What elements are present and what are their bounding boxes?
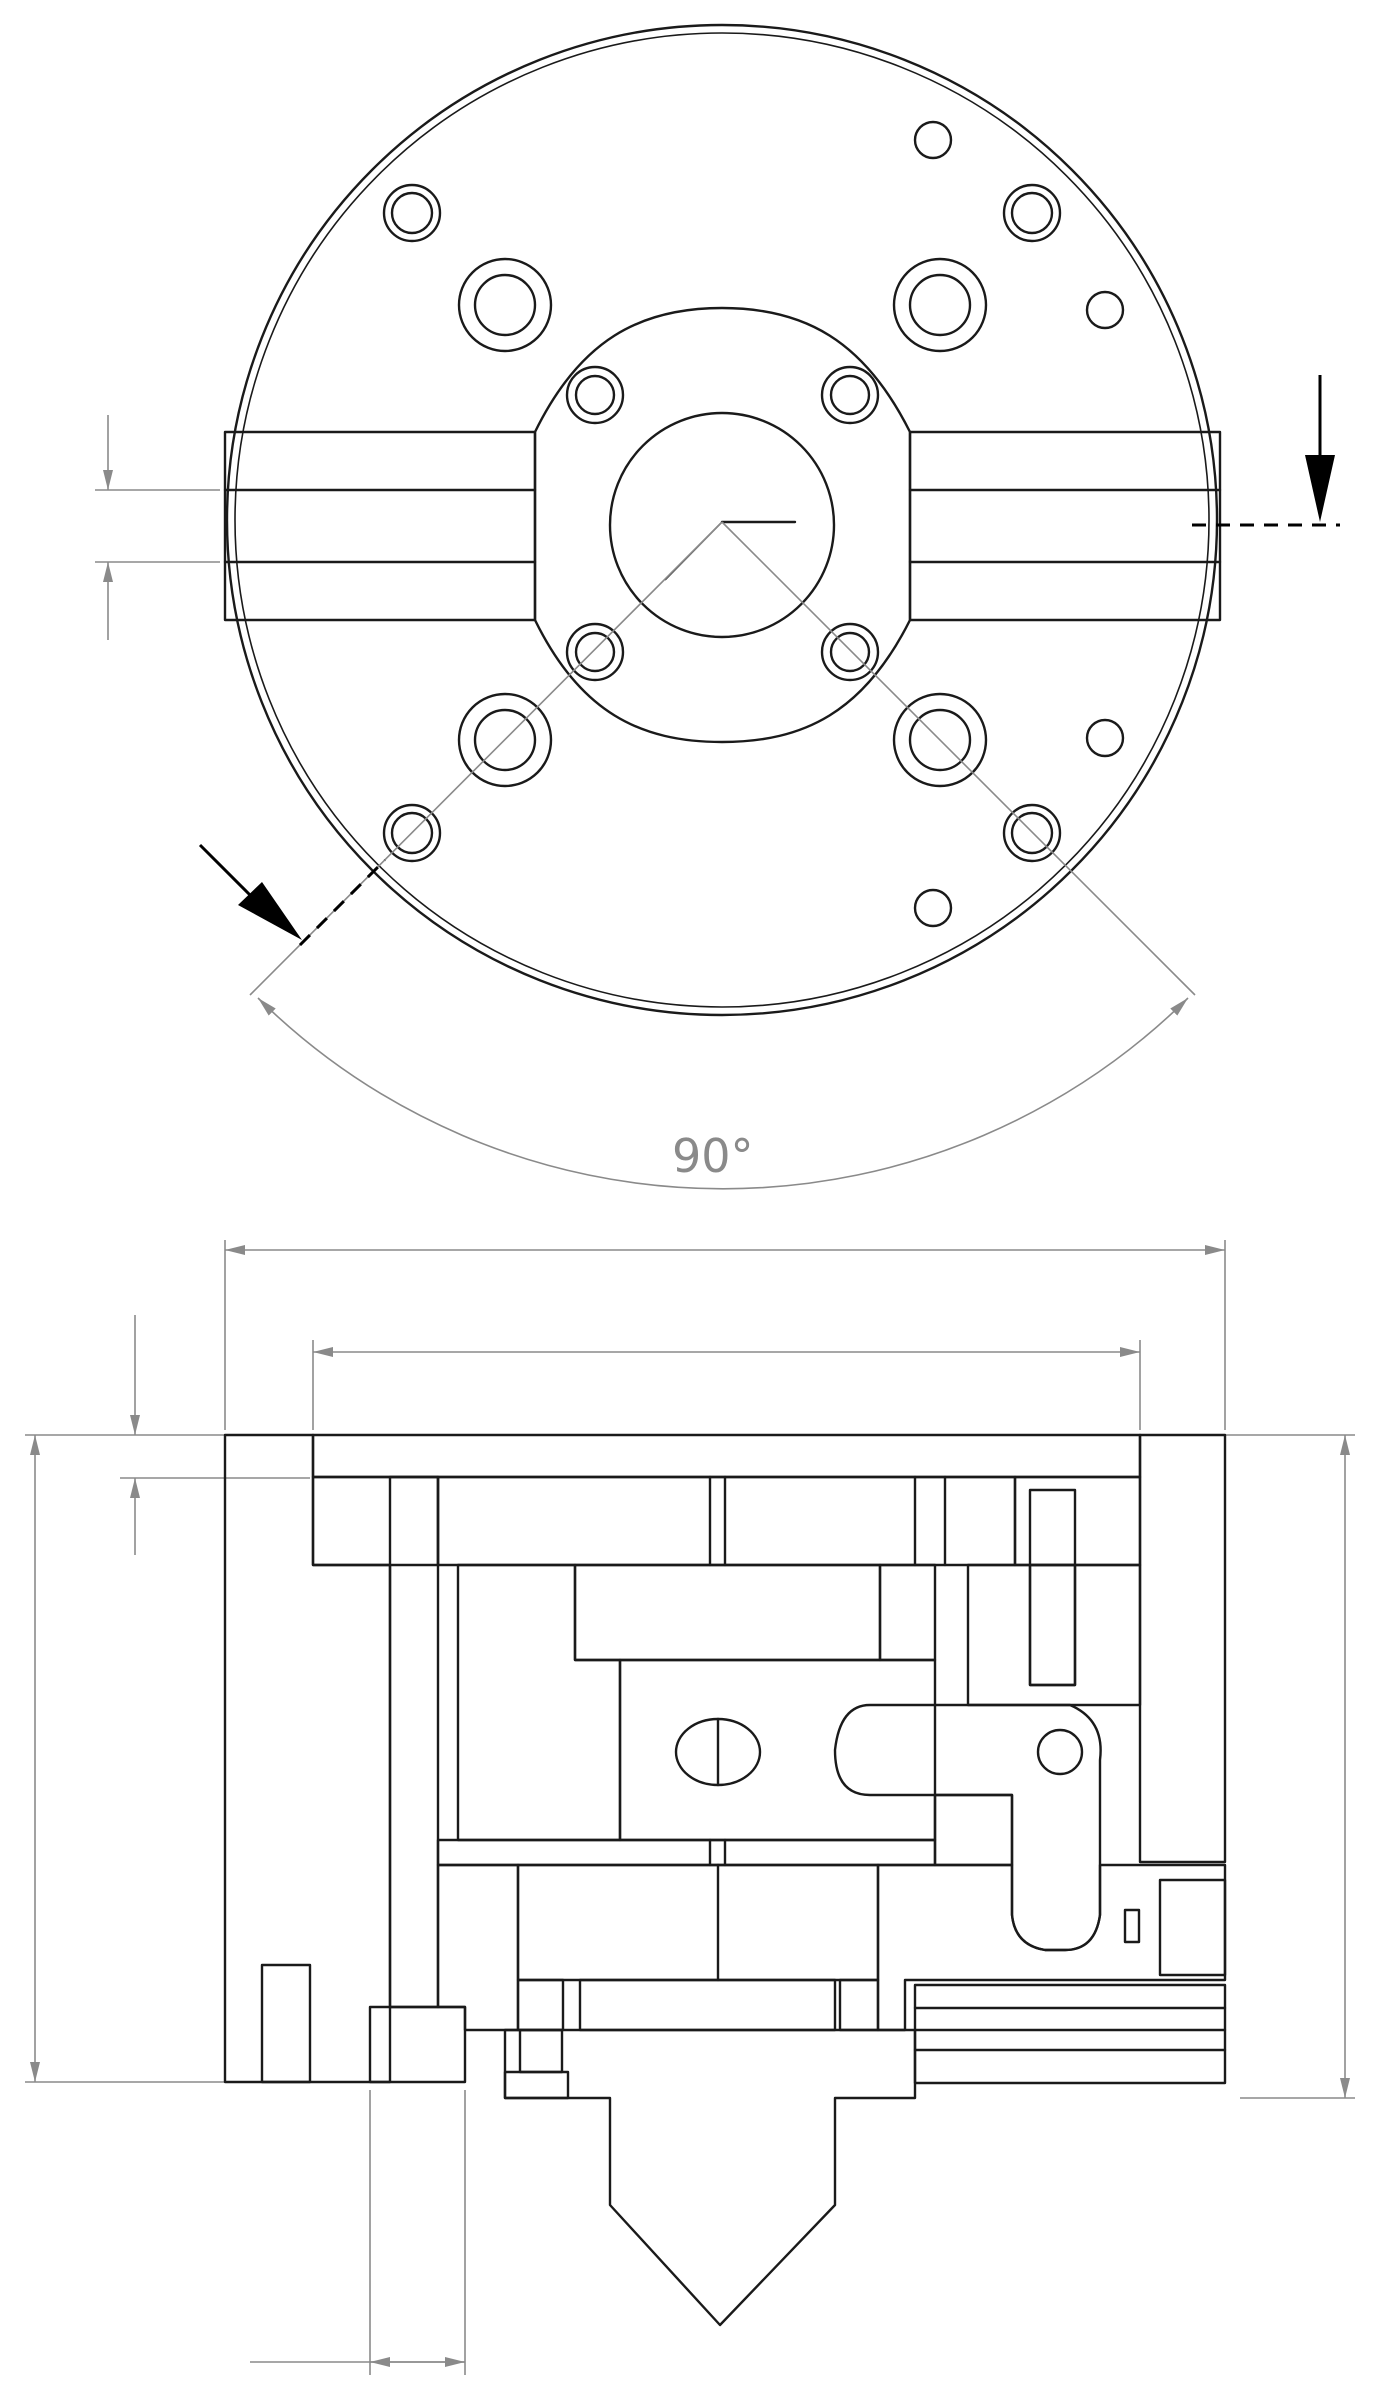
piston-right-upper (878, 1563, 937, 1662)
piston-right (618, 1658, 937, 1842)
top-cover-plate (311, 1433, 1142, 1479)
right-bottom-plate (913, 1983, 1227, 2085)
inner-bore-top (436, 1475, 1017, 1567)
piston-left (456, 1563, 622, 1842)
lever-pivot (1036, 1728, 1084, 1776)
lever-arm (833, 1703, 1102, 1952)
lower-insert (516, 1863, 880, 1982)
top-ring-left (311, 1475, 440, 1567)
lower-body-left (436, 1863, 520, 2032)
rail-width-dimension (95, 415, 220, 640)
bolt-bore-left (388, 1475, 440, 2009)
hub-screw-holes (565, 365, 880, 682)
piston-bore-cap (573, 1563, 882, 1662)
height-dimension-left (25, 1315, 310, 2083)
jaw-rail-right (908, 430, 1222, 622)
pin-left (260, 1963, 312, 2084)
angle-construction-lines (249, 520, 1196, 996)
small-holes (913, 120, 1125, 928)
overall-width-dimension (224, 1240, 1226, 1430)
center-bore (608, 411, 836, 639)
medium-holes (382, 183, 1062, 863)
inner-width-dimension (312, 1340, 1141, 1430)
cone-tip (503, 2028, 917, 2327)
section-indicator-left (198, 843, 387, 947)
height-dimension-right (1225, 1434, 1355, 2099)
housing-right-wall (1138, 1433, 1227, 1864)
central-hub (533, 306, 912, 744)
jaw-rail-left (223, 430, 537, 622)
bolt-head-left (368, 2005, 467, 2084)
bottom-offset-dimension (250, 2090, 466, 2375)
body-outline-inner (234, 32, 1210, 1008)
right-plug (1158, 1878, 1227, 1977)
mid-plate (436, 1838, 937, 1867)
angle-dimension-arc (257, 997, 1189, 1190)
angle-label: 90° (672, 1129, 754, 1183)
counterbore-holes (457, 257, 988, 788)
body-outline (225, 23, 1219, 1017)
lower-body-right (876, 1863, 1227, 2032)
housing-left-wall (223, 1433, 392, 2084)
top-view: 90° (95, 23, 1340, 1190)
section-indicator-right (1192, 375, 1340, 527)
section-view (25, 1240, 1355, 2375)
